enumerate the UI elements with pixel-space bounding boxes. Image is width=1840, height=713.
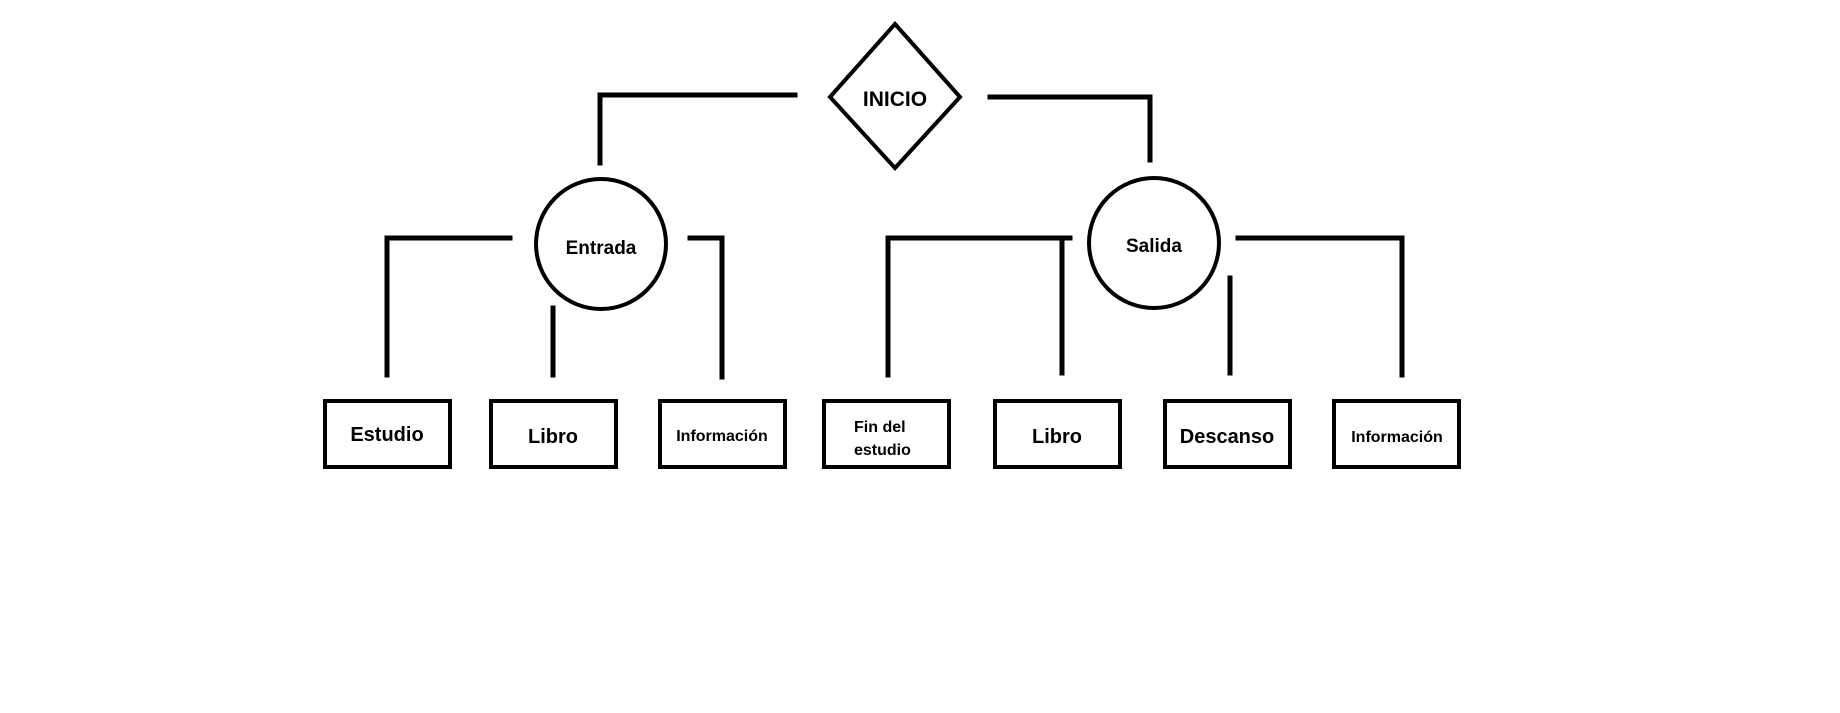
box-shape	[323, 399, 452, 469]
leaf-label: Información	[676, 428, 768, 445]
leaf-label: Estudio	[350, 424, 423, 446]
leaf-label: Libro	[528, 426, 578, 448]
box-shape	[822, 399, 951, 469]
leaf-node-fin-del-estudio: Fin del estudio	[822, 399, 951, 469]
leaf-label: Descanso	[1180, 426, 1275, 448]
box-shape	[1332, 399, 1461, 469]
connector-inicio-salida	[987, 94, 1153, 163]
branch-node-salida: Salida	[1087, 176, 1221, 310]
leaf-node-libro-salida: Libro	[993, 399, 1122, 469]
leaf-node-informacion-salida: Información	[1332, 399, 1461, 469]
branch-label-entrada: Entrada	[566, 238, 637, 259]
circle-shape	[1087, 176, 1221, 310]
leaf-label-line1: Fin del	[854, 419, 906, 436]
leaf-label: Libro	[1032, 426, 1082, 448]
leaf-node-estudio: Estudio	[323, 399, 452, 469]
box-shape	[993, 399, 1122, 469]
circle-shape	[534, 177, 668, 311]
connector-entrada-informacion	[687, 235, 725, 380]
connector-salida-fin-estudio	[885, 235, 1073, 378]
root-label: INICIO	[863, 88, 927, 111]
box-shape	[1163, 399, 1292, 469]
box-shape	[658, 399, 787, 469]
root-node-inicio: INICIO	[827, 20, 963, 171]
leaf-label: Información	[1351, 429, 1443, 446]
connector-entrada-estudio	[384, 235, 513, 378]
connector-salida-informacion	[1235, 235, 1405, 378]
branch-node-entrada: Entrada	[534, 177, 668, 311]
branch-label-salida: Salida	[1126, 236, 1182, 257]
connector-lines	[384, 92, 1405, 380]
connector-inicio-entrada	[597, 92, 798, 166]
box-shape	[489, 399, 618, 469]
diamond-shape	[827, 20, 963, 171]
leaf-node-libro-entrada: Libro	[489, 399, 618, 469]
leaf-node-descanso: Descanso	[1163, 399, 1292, 469]
leaf-label-line2: estudio	[854, 442, 911, 459]
leaf-node-informacion-entrada: Información	[658, 399, 787, 469]
connector-salida-libro	[1057, 235, 1065, 376]
